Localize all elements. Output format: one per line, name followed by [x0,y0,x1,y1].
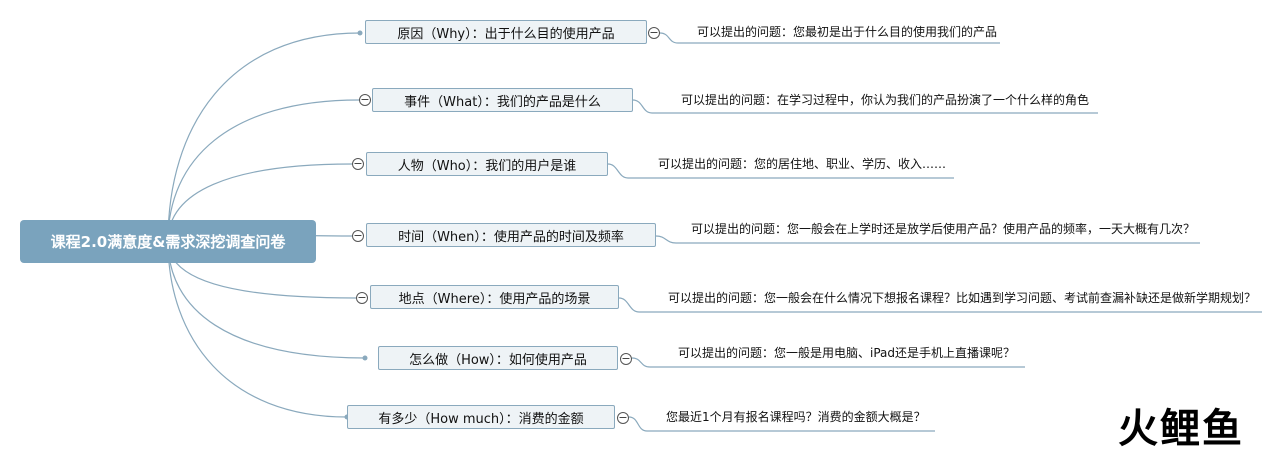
collapse-toggle-what[interactable]: − [359,93,371,106]
link-leaf-where [618,297,1262,313]
leaf-when-question[interactable]: 可以提出的问题：您一般会在上学时还是放学后使用产品？使用产品的频率，一天大概有几… [691,222,1196,236]
branch-what[interactable]: 事件（What）：我们的产品是什么 [372,88,633,112]
branch-what-label: 事件（What）：我们的产品是什么 [404,94,601,110]
link-leaf-how [631,357,1025,368]
collapse-toggle-who[interactable]: − [352,157,364,170]
collapse-toggle-why[interactable]: − [648,26,660,39]
link-leaf-what [632,99,1098,114]
branch-who[interactable]: 人物（Who）：我们的用户是谁 [366,152,608,176]
link-leaf-why [659,32,1000,44]
leaf-how-question[interactable]: 可以提出的问题：您一般是用电脑、iPad还是手机上直播课呢？ [678,346,1016,360]
link-root-what [167,99,360,242]
root-topic[interactable]: 课程2.0满意度&需求深挖调查问卷 [20,220,316,263]
branch-where-label: 地点（Where）：使用产品的场景 [398,291,591,307]
branch-when[interactable]: 时间（When）：使用产品的时间及频率 [366,223,656,247]
link-leaf-how-much [628,416,935,432]
branch-when-label: 时间（When）：使用产品的时间及频率 [398,229,624,245]
link-leaf-who [607,163,954,179]
link-dot-why [357,30,363,36]
logo-wordmark: 火鲤鱼 [1118,405,1244,452]
link-leaf-when [655,235,1200,244]
leaf-what-question[interactable]: 可以提出的问题：在学习过程中，你认为我们的产品扮演了一个什么样的角色 [681,93,1090,107]
root-topic-label: 课程2.0满意度&需求深挖调查问卷 [50,233,286,251]
branch-why[interactable]: 原因（Why）：出于什么目的使用产品 [365,20,647,44]
branch-how-much[interactable]: 有多少（How much）：消费的金额 [347,405,615,429]
branch-how[interactable]: 怎么做（How）：如何使用产品 [378,346,618,370]
leaf-where-question[interactable]: 可以提出的问题：您一般会在什么情况下想报名课程？比如遇到学习问题、考试前查漏补缺… [668,291,1257,305]
leaf-how-much-question[interactable]: 您最近1个月有报名课程吗？消费的金额大概是？ [666,410,926,424]
leaf-who-question[interactable]: 可以提出的问题：您的居住地、职业、学历、收入…… [658,157,947,171]
link-root-why [167,32,361,242]
branch-why-label: 原因（Why）：出于什么目的使用产品 [397,26,615,42]
branch-how-label: 怎么做（How）：如何使用产品 [409,352,587,368]
link-dot-how [362,355,368,361]
collapse-toggle-how[interactable]: − [620,352,632,365]
branch-who-label: 人物（Who）：我们的用户是谁 [397,158,577,174]
leaf-why-question[interactable]: 可以提出的问题：您最初是出于什么目的使用我们的产品 [697,25,998,39]
branch-where[interactable]: 地点（Where）：使用产品的场景 [370,285,619,309]
collapse-toggle-where[interactable]: − [356,291,368,304]
link-root-how-much [167,240,348,418]
fire-carp-logo: 火鲤鱼 [1118,404,1288,453]
collapse-toggle-when[interactable]: − [352,229,364,242]
branch-how-much-label: 有多少（How much）：消费的金额 [378,411,584,427]
collapse-toggle-how-much[interactable]: − [617,411,629,424]
link-root-how [167,240,366,359]
